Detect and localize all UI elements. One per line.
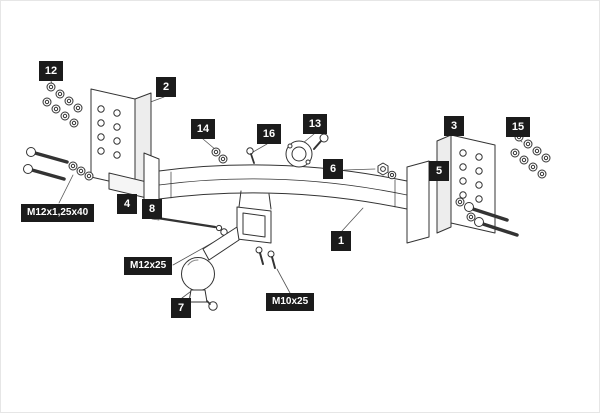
part-label-15: 15 <box>506 117 530 137</box>
tow-ball <box>181 226 240 311</box>
part-label-7: 7 <box>171 298 191 318</box>
part-label-5: 5 <box>429 161 449 181</box>
part-label-12: 12 <box>39 61 63 81</box>
left-washer-set <box>42 82 83 128</box>
spec-label-receiver-bolts: M10x25 <box>266 293 315 311</box>
screw-16 <box>246 147 255 164</box>
receiver-tube <box>236 190 276 269</box>
right-bracket <box>436 134 496 234</box>
right-long-bolts <box>455 197 519 237</box>
part-label-1: 1 <box>331 231 351 251</box>
nut-6 <box>377 162 397 180</box>
part-label-13: 13 <box>303 114 327 134</box>
part-label-8: 8 <box>142 199 162 219</box>
right-washer-set <box>510 132 551 179</box>
part-label-14: 14 <box>191 119 215 139</box>
spec-label-left-bolts: M12x1,25x40 <box>21 204 95 222</box>
spec-label-ball-bolt: M12x25 <box>124 257 173 275</box>
left-bracket <box>90 88 152 200</box>
socket-flange <box>285 133 329 168</box>
part-label-3: 3 <box>444 116 464 136</box>
part-label-16: 16 <box>257 124 281 144</box>
part-label-2: 2 <box>156 77 176 97</box>
washers-14 <box>211 147 228 164</box>
left-long-bolts <box>23 147 94 181</box>
part-label-6: 6 <box>323 159 343 179</box>
part-label-4: 4 <box>117 194 137 214</box>
